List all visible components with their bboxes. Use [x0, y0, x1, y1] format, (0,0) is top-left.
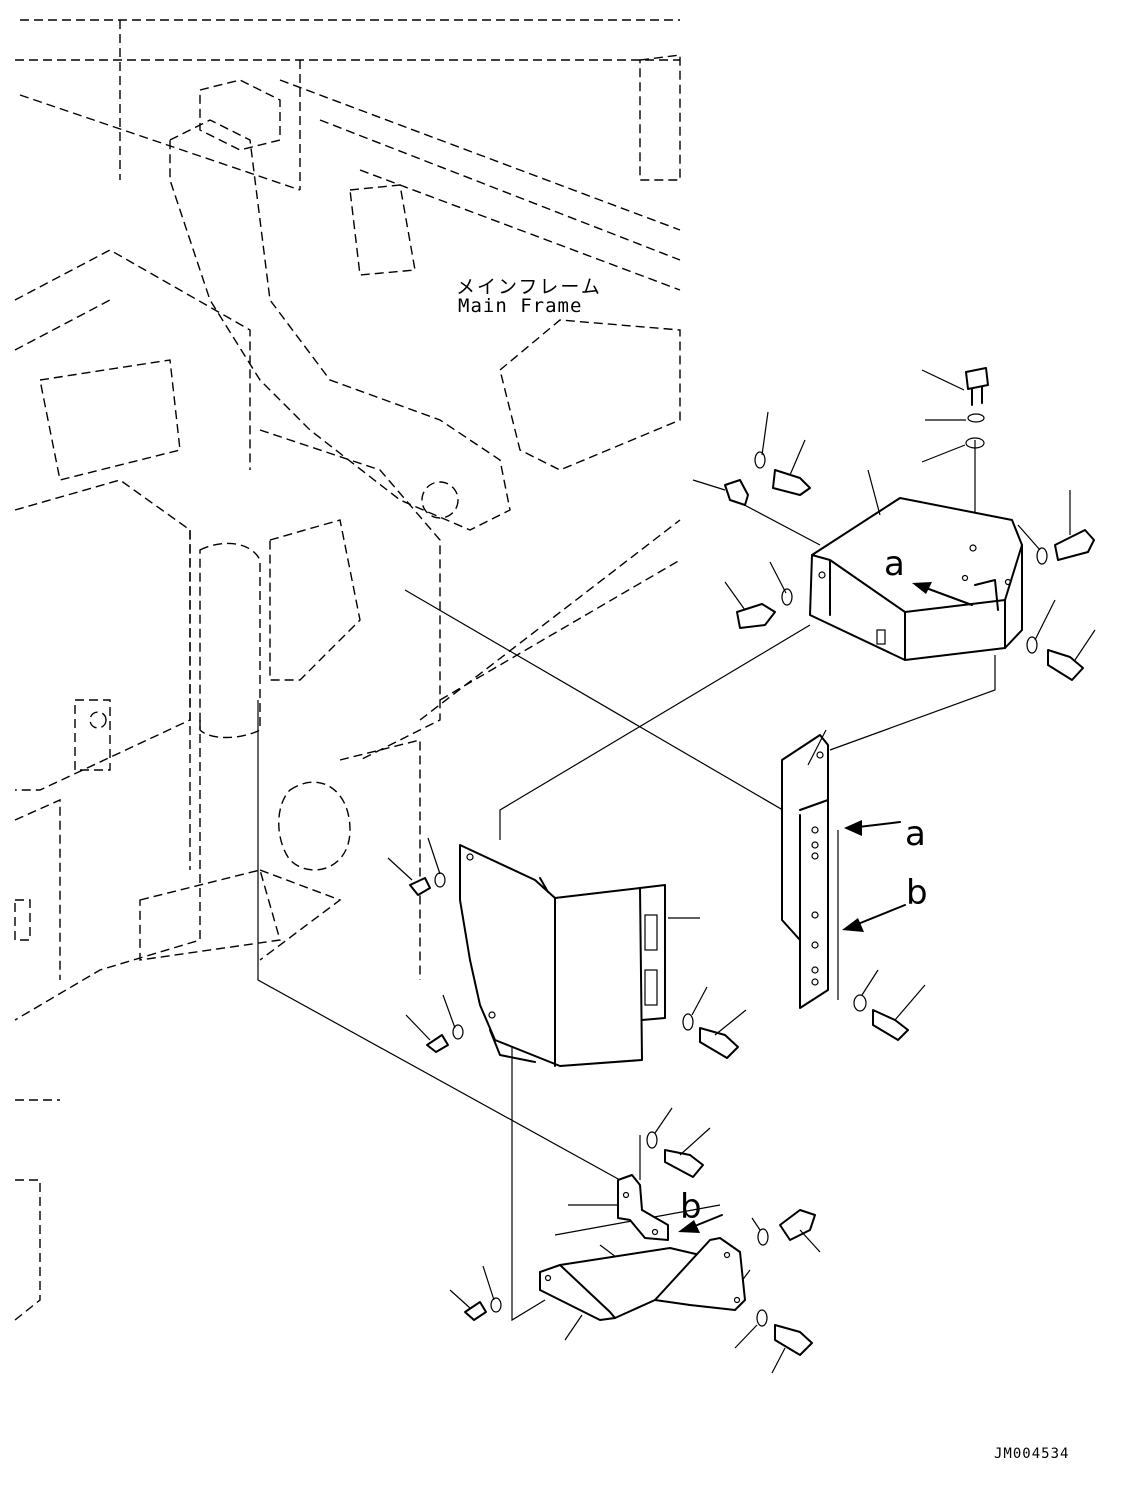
drawing-number: JM004534 — [994, 1446, 1070, 1462]
side-plate — [781, 734, 829, 1009]
callout-leaders — [387, 369, 1096, 1374]
assembly-lines — [257, 440, 996, 1322]
lower-bracket — [617, 1174, 669, 1241]
ref-label-a-top: a — [884, 544, 905, 584]
front-cover — [459, 844, 666, 1067]
top-cover — [809, 497, 1023, 661]
reference-arrows — [678, 582, 973, 1233]
fasteners — [409, 367, 1095, 1356]
main-frame-phantom — [14, 19, 681, 1321]
main-frame-label-en: Main Frame — [458, 295, 583, 317]
ref-label-b-side: b — [906, 873, 928, 913]
ref-label-a-side: a — [905, 814, 926, 854]
ref-label-b-bottom: b — [680, 1187, 702, 1227]
lower-tray — [539, 1237, 746, 1321]
main-frame-label-ja: メインフレーム — [456, 276, 602, 298]
